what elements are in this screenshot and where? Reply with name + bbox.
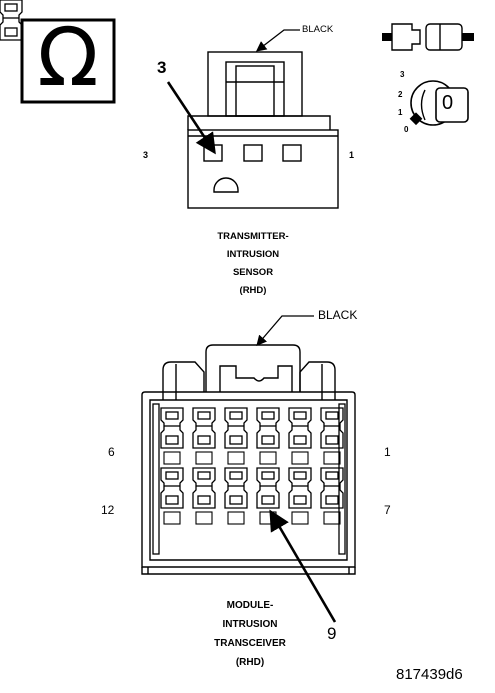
caption-line: MODULE- <box>226 600 274 611</box>
top-connector <box>187 51 339 209</box>
ohm-symbol-box <box>20 18 116 104</box>
caption-line: (RHD) <box>235 657 265 668</box>
callout-3-arrow <box>166 81 216 155</box>
ohm-symbol: Ω <box>37 11 99 104</box>
caption-line: TRANSCEIVER <box>214 638 286 649</box>
key-switch-graphic <box>382 23 474 126</box>
bottom-pin-bottom-right-label: 7 <box>384 503 391 517</box>
figure-id: 817439d6 <box>396 666 463 683</box>
key-position-1: 1 <box>398 108 403 117</box>
caption-line: (RHD) <box>239 285 267 296</box>
key-position-2: 2 <box>398 90 403 99</box>
callout-9-arrow <box>269 509 337 623</box>
bottom-color-label: BLACK <box>318 308 358 322</box>
bottom-pin-top-right-label: 1 <box>384 445 391 459</box>
top-callout-number: 3 <box>157 58 167 77</box>
caption-line: TRANSMITTER- <box>217 231 289 242</box>
bottom-pin-bottom-left-label: 12 <box>101 503 115 517</box>
bottom-connector <box>141 344 356 575</box>
bottom-pin-top-left-label: 6 <box>108 445 115 459</box>
key-position-3: 3 <box>400 70 405 79</box>
top-pin-right-label: 1 <box>349 150 355 160</box>
key-current-position: 0 <box>442 92 454 114</box>
bottom-callout-number: 9 <box>327 624 337 643</box>
key-position-0: 0 <box>404 125 409 134</box>
top-pin-left-label: 3 <box>143 150 149 160</box>
caption-line: INTRUSION <box>222 619 278 630</box>
bottom-connector-cavities <box>0 0 346 555</box>
top-color-label: BLACK <box>302 24 334 35</box>
bottom-black-leader <box>256 315 314 346</box>
caption-line: INTRUSION <box>226 249 280 260</box>
top-connector-caption: TRANSMITTER- INTRUSION SENSOR (RHD) <box>188 228 318 300</box>
top-black-leader <box>255 29 300 52</box>
caption-line: SENSOR <box>232 267 274 278</box>
bottom-connector-caption: MODULE- INTRUSION TRANSCEIVER (RHD) <box>180 596 320 672</box>
